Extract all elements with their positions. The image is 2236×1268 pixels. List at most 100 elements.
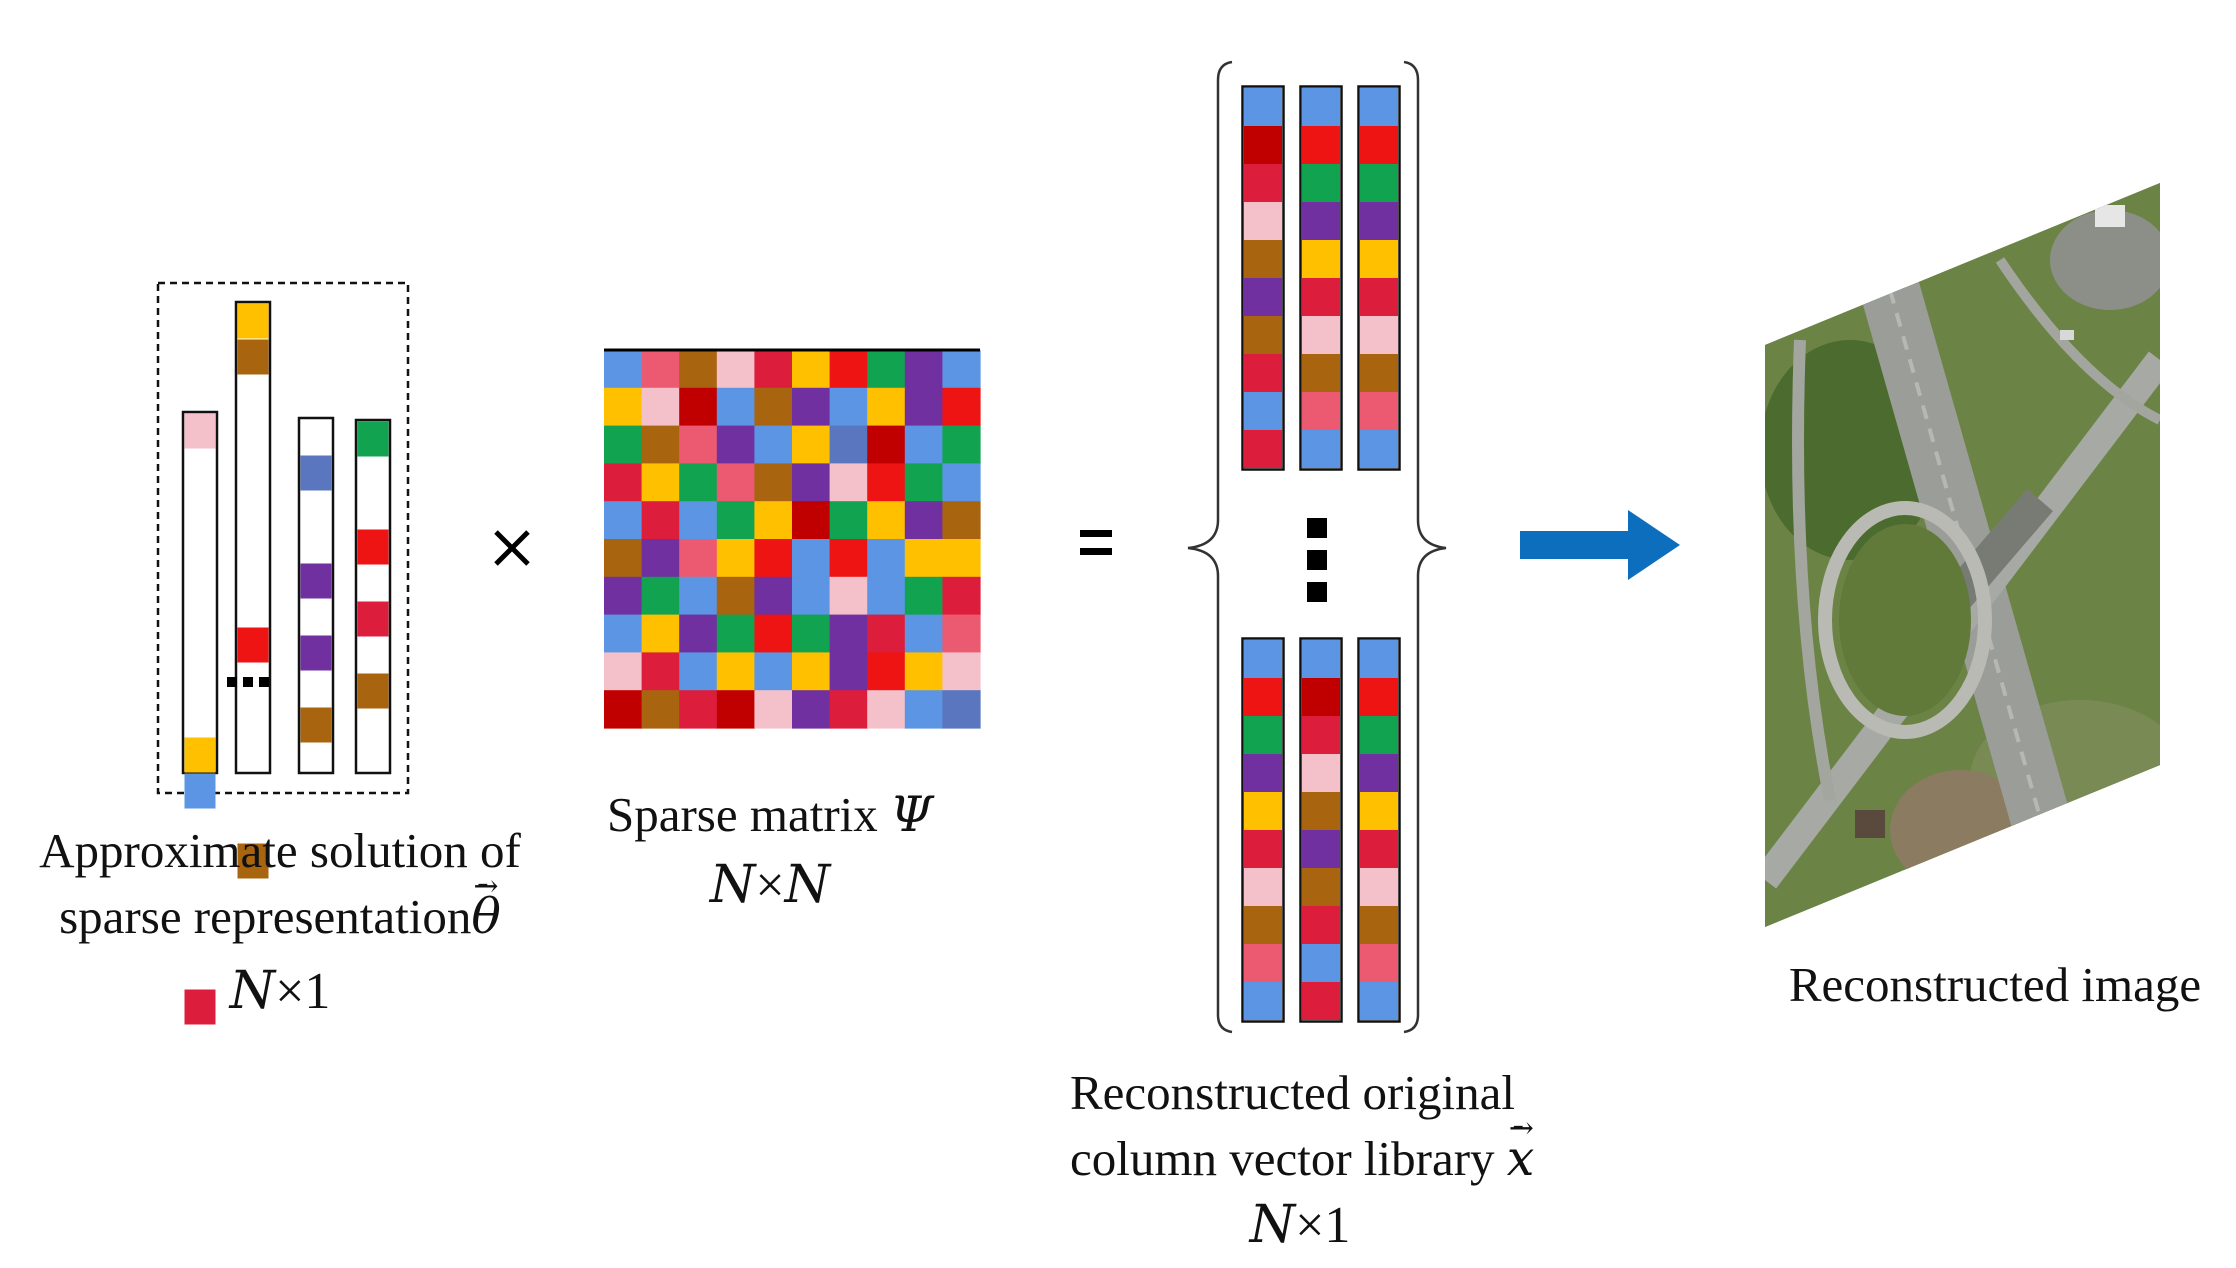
matrix-cell — [754, 690, 793, 729]
matrix-cell — [904, 690, 943, 729]
matrix-cell — [716, 425, 755, 464]
times-operator — [494, 530, 530, 566]
library-column-cell — [1302, 830, 1340, 868]
matrix-cell — [604, 501, 643, 540]
library-column-cell — [1244, 716, 1282, 754]
library-column-cell — [1302, 240, 1340, 278]
library-column-cell — [1302, 354, 1340, 392]
matrix-cell — [754, 350, 793, 389]
sparse-column-cell — [237, 627, 269, 663]
matrix-cell — [942, 652, 981, 691]
matrix-cell — [716, 614, 755, 653]
matrix-cell — [716, 652, 755, 691]
sparse-matrix-dim-n2: N — [784, 855, 831, 915]
matrix-cell — [942, 501, 981, 540]
sparse-ellipsis-dots — [227, 677, 269, 687]
matrix-cell — [604, 690, 643, 729]
matrix-cell — [942, 350, 981, 389]
library-column-cell — [1360, 354, 1398, 392]
library-column-cell — [1302, 430, 1340, 468]
library-column-cell — [1302, 982, 1340, 1020]
reconstructed-library-dim-rest: ×1 — [1295, 1197, 1351, 1254]
matrix-cell — [792, 425, 831, 464]
matrix-cell — [604, 425, 643, 464]
library-column-cell — [1244, 278, 1282, 316]
sparse-solution-line2: sparse representationθ — [20, 854, 540, 950]
matrix-cell — [641, 690, 680, 729]
library-column-cell — [1302, 202, 1340, 240]
matrix-cell — [604, 576, 643, 616]
matrix-cell — [604, 350, 643, 389]
library-column-cell — [1244, 678, 1282, 716]
matrix-cell — [641, 350, 680, 389]
matrix-cell — [942, 425, 981, 464]
matrix-cell — [829, 501, 868, 540]
sparse-column-cell — [300, 563, 332, 599]
matrix-cell — [716, 387, 755, 427]
matrix-cell — [641, 652, 680, 691]
library-column-cell — [1360, 792, 1398, 830]
matrix-cell — [829, 425, 868, 464]
library-column-cell — [1360, 944, 1398, 982]
library-column-cell — [1244, 202, 1282, 240]
matrix-cell — [867, 463, 906, 502]
reconstructed-image-caption: Reconstructed image — [1788, 957, 2202, 1012]
library-column-cell — [1302, 944, 1340, 982]
library-column-cell — [1302, 678, 1340, 716]
matrix-cell — [754, 463, 793, 502]
matrix-cell — [641, 539, 680, 578]
matrix-cell — [679, 463, 718, 502]
library-column-cell — [1302, 754, 1340, 792]
matrix-cell — [904, 350, 943, 389]
matrix-cell — [829, 614, 868, 653]
matrix-cell — [904, 387, 943, 427]
library-left-brace — [1187, 60, 1233, 1034]
sparse-matrix-dim-times: × — [755, 857, 785, 914]
matrix-cell — [904, 425, 943, 464]
matrix-cell — [867, 614, 906, 653]
library-column-cell — [1244, 316, 1282, 354]
matrix-cell — [904, 539, 943, 578]
library-column-cell — [1244, 906, 1282, 944]
matrix-cell — [679, 350, 718, 389]
matrix-cell — [679, 539, 718, 578]
library-column-cell — [1302, 868, 1340, 906]
library-column-cell — [1302, 392, 1340, 430]
matrix-cell — [754, 539, 793, 578]
reconstructed-library-dim-n: N — [1249, 1195, 1296, 1255]
library-column-cell — [1360, 982, 1398, 1020]
matrix-cell — [829, 690, 868, 729]
library-column-cell — [1360, 316, 1398, 354]
matrix-cell — [829, 463, 868, 502]
library-column-cell — [1302, 316, 1340, 354]
sparse-matrix-dim-n: N — [709, 855, 756, 915]
library-column-cell — [1360, 392, 1398, 430]
reconstructed-library-line2: column vector library x — [1040, 1096, 1560, 1192]
sparse-solution-line2-text: sparse representation — [59, 889, 472, 944]
sparse-column-cell — [357, 421, 389, 457]
matrix-cell — [679, 576, 718, 616]
matrix-cell — [792, 576, 831, 616]
matrix-cell — [679, 614, 718, 653]
sparse-column-cell — [184, 737, 216, 773]
matrix-cell — [867, 652, 906, 691]
matrix-cell — [867, 425, 906, 464]
matrix-cell — [641, 387, 680, 427]
sparse-column-cell — [237, 339, 269, 375]
psi-symbol: Ψ — [890, 786, 934, 843]
matrix-cell — [716, 539, 755, 578]
library-ellipsis-dots — [1307, 518, 1327, 602]
library-column-cell — [1244, 868, 1282, 906]
matrix-cell — [867, 690, 906, 729]
library-column-cell — [1244, 754, 1282, 792]
matrix-cell — [641, 463, 680, 502]
library-column-cell — [1302, 126, 1340, 164]
theta-symbol: θ — [471, 854, 501, 950]
library-column-cell — [1360, 278, 1398, 316]
library-column-cell — [1360, 164, 1398, 202]
matrix-cell — [679, 501, 718, 540]
library-column-cell — [1244, 88, 1282, 126]
library-column-cell — [1360, 88, 1398, 126]
library-column-cell — [1360, 868, 1398, 906]
library-right-brace — [1403, 60, 1447, 1034]
